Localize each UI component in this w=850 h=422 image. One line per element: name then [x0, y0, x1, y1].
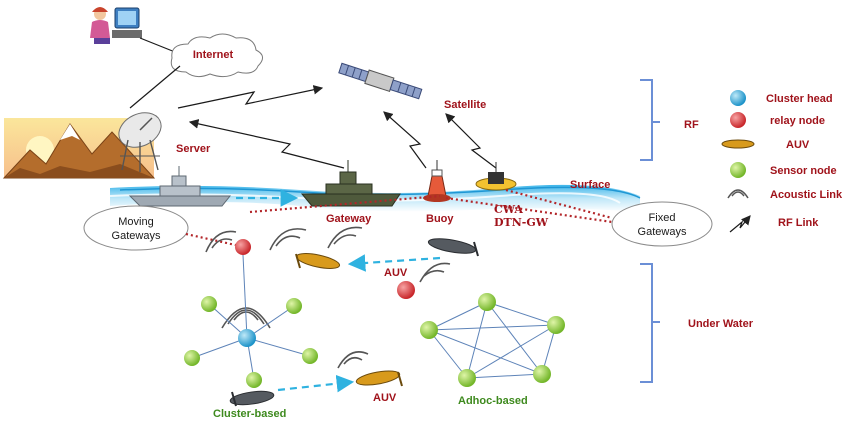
moving-gateways-cloud: Moving Gateways	[83, 205, 189, 251]
sensor-node-icon	[533, 365, 551, 383]
satellite-label: Satellite	[444, 99, 486, 111]
internet-cloud: Internet	[170, 33, 263, 78]
acoustic-link-icon	[727, 189, 749, 199]
auv-bottom-label: AUV	[373, 392, 397, 404]
dotted-link-moving-relay	[185, 232, 241, 248]
auv-move-link-top	[347, 254, 441, 272]
auv-icon	[721, 139, 755, 149]
rf-bracket	[640, 79, 660, 161]
under-water-label: Under Water	[688, 318, 754, 330]
under-water-bracket	[640, 263, 660, 383]
fixed-gateways-label-1: Fixed	[649, 212, 676, 224]
sensor-node-icon	[302, 348, 318, 364]
rf-link-icon	[729, 215, 751, 233]
rf-link-buoy-satellite	[383, 111, 427, 169]
rf-link-cwa-satellite	[445, 113, 497, 169]
dtn-gw-label: DTN-GW	[494, 216, 549, 229]
server-dish-icon	[118, 112, 162, 172]
auv-top-label: AUV	[384, 267, 408, 279]
legend: Cluster head relay node AUV Sensor node …	[721, 90, 843, 233]
gateway-ship-icon	[300, 160, 401, 207]
legend-label: Cluster head	[766, 93, 833, 105]
server-label: Server	[176, 143, 211, 155]
adhoc-based-network	[428, 301, 557, 379]
dotted-link-gateway-buoy	[249, 194, 441, 214]
sensor-node-icon	[547, 316, 565, 334]
buoy-icon	[423, 160, 451, 202]
dotted-link-cwa-fixed	[505, 188, 613, 220]
rf-links	[177, 85, 497, 169]
rf-link-gateway-server	[188, 119, 345, 169]
legend-label: AUV	[786, 139, 810, 151]
auv-icon	[355, 370, 403, 387]
auv-icon	[295, 253, 341, 269]
rf-link-server-satellite	[177, 85, 324, 109]
sensor-node-icon	[730, 162, 746, 178]
internet-user-link	[139, 37, 176, 53]
cluster-based-network	[191, 254, 311, 381]
internet-label: Internet	[193, 49, 234, 61]
cluster-based-label: Cluster-based	[213, 408, 286, 420]
cluster-head-icon	[730, 90, 746, 106]
server-internet-link	[129, 65, 181, 109]
relay-node-icon	[397, 281, 415, 299]
relay-node-icon	[235, 239, 251, 255]
auv-move-link-bottom	[277, 374, 355, 393]
cluster-head-icon	[238, 329, 256, 347]
legend-label: Acoustic Link	[770, 189, 843, 201]
rf-label: RF	[684, 119, 699, 131]
satellite-icon	[338, 62, 423, 100]
moving-gateways-label-2: Gateways	[112, 230, 161, 242]
legend-label: Sensor node	[770, 165, 837, 177]
legend-label: RF Link	[778, 217, 819, 229]
cwa-label: CWA	[494, 203, 523, 216]
legend-label: relay node	[770, 115, 825, 127]
buoy-label: Buoy	[426, 213, 454, 225]
adhoc-based-label: Adhoc-based	[458, 395, 528, 407]
sensor-node-icon	[184, 350, 200, 366]
sensor-node-icon	[478, 293, 496, 311]
moving-gateways-label-1: Moving	[118, 216, 153, 228]
surface-label: Surface	[570, 179, 610, 191]
internet-user-icon	[90, 7, 142, 44]
sensor-node-icon	[458, 369, 476, 387]
relay-node-icon	[730, 112, 746, 128]
sensor-node-icon	[246, 372, 262, 388]
sensor-node-icon	[420, 321, 438, 339]
gateway-label: Gateway	[326, 213, 372, 225]
cwa-buoy-icon	[475, 162, 517, 191]
auv-icon	[427, 238, 479, 257]
fixed-gateways-cloud: Fixed Gateways	[611, 201, 713, 247]
dotted-links	[185, 188, 613, 248]
sensor-node-icon	[201, 296, 217, 312]
fixed-gateways-label-2: Gateways	[638, 226, 687, 238]
moving-gateway-ship-icon	[128, 166, 232, 207]
sensor-node-icon	[286, 298, 302, 314]
auv-icon	[229, 390, 275, 407]
